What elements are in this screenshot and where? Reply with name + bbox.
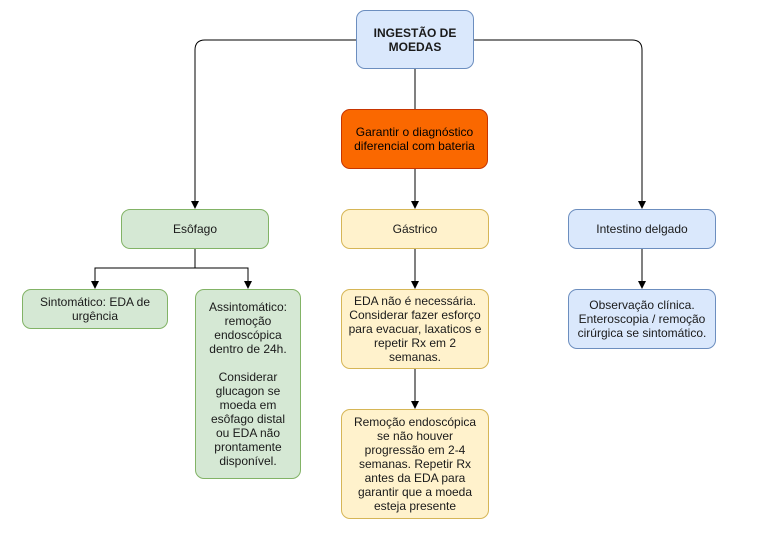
- node-small-intestine: Intestino delgado: [568, 209, 716, 249]
- node-root: INGESTÃO DE MOEDAS: [356, 10, 474, 69]
- node-symptomatic: Sintomático: EDA de urgência: [22, 289, 168, 329]
- node-eda-not-needed: EDA não é necessária. Considerar fazer e…: [341, 289, 489, 369]
- edge-esophagus-asymptomatic: [194, 249, 252, 289]
- node-diagnosis: Garantir o diagnóstico diferencial com b…: [341, 109, 488, 169]
- node-esophagus: Esôfago: [121, 209, 269, 249]
- node-observation: Observação clínica. Enteroscopia / remoç…: [568, 289, 716, 349]
- edge-esophagus-symptomatic: [91, 249, 196, 289]
- node-asymptomatic: Assintomático: remoção endoscópica dentr…: [195, 289, 301, 479]
- node-endoscopic-removal: Remoção endoscópica se não houver progre…: [341, 409, 489, 519]
- edge-root-intestine: [474, 39, 646, 209]
- edge-root-esophagus: [191, 39, 356, 209]
- node-gastric: Gástrico: [341, 209, 489, 249]
